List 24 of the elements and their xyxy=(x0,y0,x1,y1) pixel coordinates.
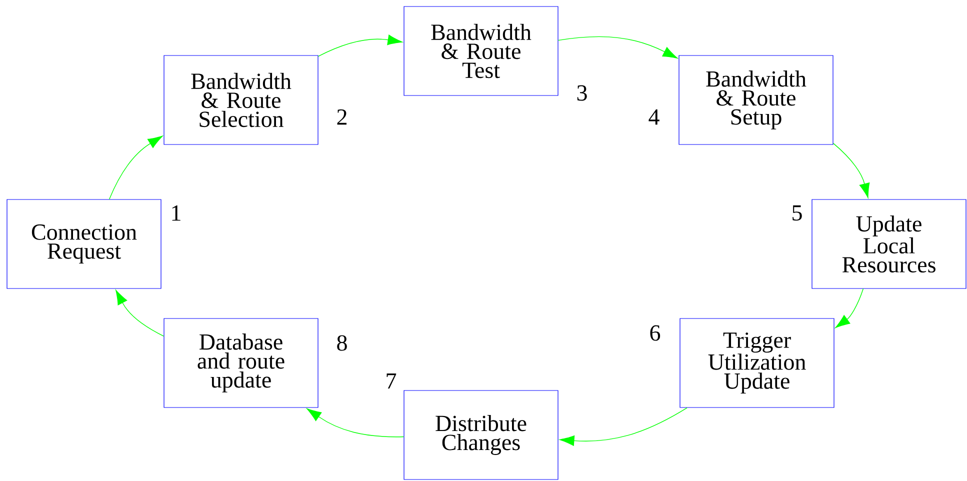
process-box: Update Local Resources xyxy=(812,199,966,289)
arrow xyxy=(108,136,163,200)
step-number: 3 xyxy=(577,85,587,101)
step-number: 1 xyxy=(172,205,180,221)
arrow xyxy=(835,288,864,328)
arrow xyxy=(560,407,688,446)
process-box: Bandwidth & Route Selection xyxy=(164,55,318,145)
step-number: 8 xyxy=(337,335,347,351)
process-box: Bandwidth & Route Test xyxy=(404,6,558,96)
arrow xyxy=(306,408,404,438)
process-box: Database and route update xyxy=(164,318,318,408)
process-box: Bandwidth & Route Setup xyxy=(678,55,834,145)
step-number: 4 xyxy=(648,109,660,125)
step-number: 5 xyxy=(792,205,802,221)
process-box: Distribute Changes xyxy=(404,390,558,480)
process-box: Connection Request xyxy=(6,199,162,289)
arrow xyxy=(832,142,870,198)
step-number: 2 xyxy=(337,109,346,125)
process-box: Trigger Utilization Update xyxy=(680,318,834,408)
arrow xyxy=(318,34,402,57)
step-number: 6 xyxy=(650,325,660,341)
arrow xyxy=(116,290,164,336)
step-number: 7 xyxy=(386,373,396,389)
arrow xyxy=(558,36,678,58)
